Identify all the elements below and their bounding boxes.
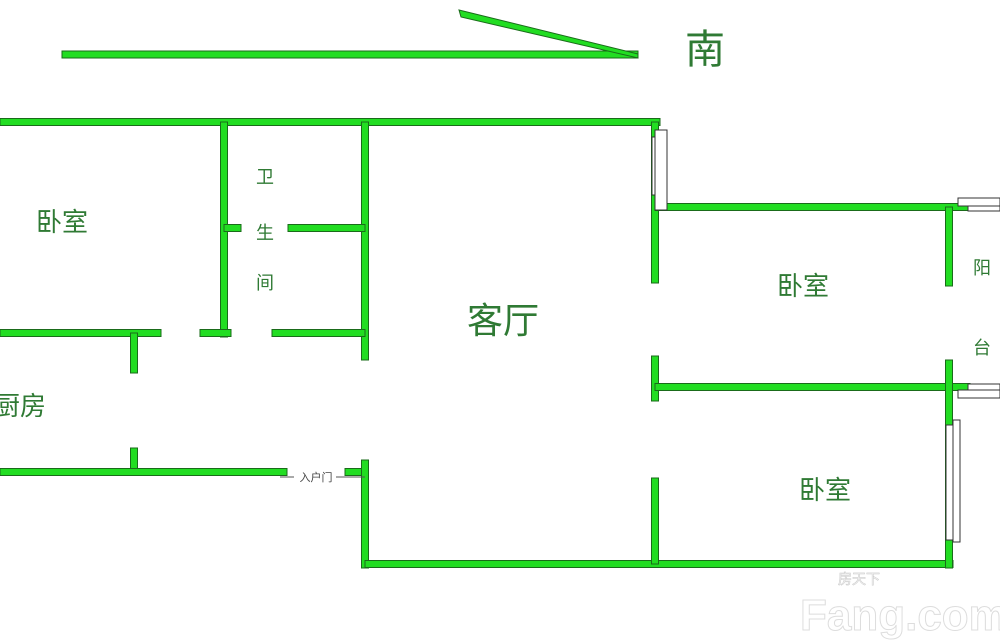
wall-segment — [0, 468, 288, 476]
wall-segment — [361, 459, 369, 569]
wall-segment — [130, 332, 138, 374]
room-label-kitchen: 厨房 — [0, 392, 46, 422]
arrow-head — [458, 9, 639, 59]
room-label-bedroom-northwest: 卧室 — [36, 208, 88, 238]
room-label-bathroom-3: 间 — [256, 273, 274, 294]
wall-segment — [0, 118, 661, 126]
compass-south-label: 南 — [685, 27, 725, 73]
north-south-arrow — [61, 9, 639, 59]
room-label-bathroom-1: 卫 — [256, 167, 274, 188]
wall-segment — [651, 477, 659, 565]
room-label-balcony-1: 阳 — [973, 258, 991, 279]
wall-segment — [361, 121, 369, 361]
room-label-balcony-2: 台 — [973, 338, 991, 359]
watermark-brand-cn: 房天下 — [838, 572, 880, 588]
wall-segment — [199, 329, 232, 337]
wall-segment — [271, 329, 366, 337]
windows — [651, 129, 1000, 543]
wall-segment — [654, 203, 971, 211]
watermark-logo: 房天下 Fang.com — [800, 572, 1000, 641]
window-frame — [957, 389, 1000, 399]
window-frame — [952, 419, 961, 543]
room-label-bathroom-2: 生 — [256, 223, 274, 244]
room-label-living-room: 客厅 — [467, 301, 539, 342]
entrance-door-label: 入户门 — [300, 470, 333, 484]
window-frame — [654, 129, 668, 211]
watermark-brand-en: Fang.com — [800, 591, 1000, 640]
window — [945, 424, 954, 541]
wall-segment — [651, 355, 659, 402]
window-frame — [957, 197, 1000, 207]
wall-segment — [223, 224, 242, 232]
room-label-bedroom-east-lower: 卧室 — [799, 476, 851, 506]
wall-segment — [945, 206, 953, 287]
wall-segment — [654, 383, 971, 391]
wall-segment — [287, 224, 366, 232]
wall-segment — [0, 329, 162, 337]
arrow-shaft — [61, 50, 639, 59]
room-label-bedroom-east-upper: 卧室 — [777, 272, 829, 302]
